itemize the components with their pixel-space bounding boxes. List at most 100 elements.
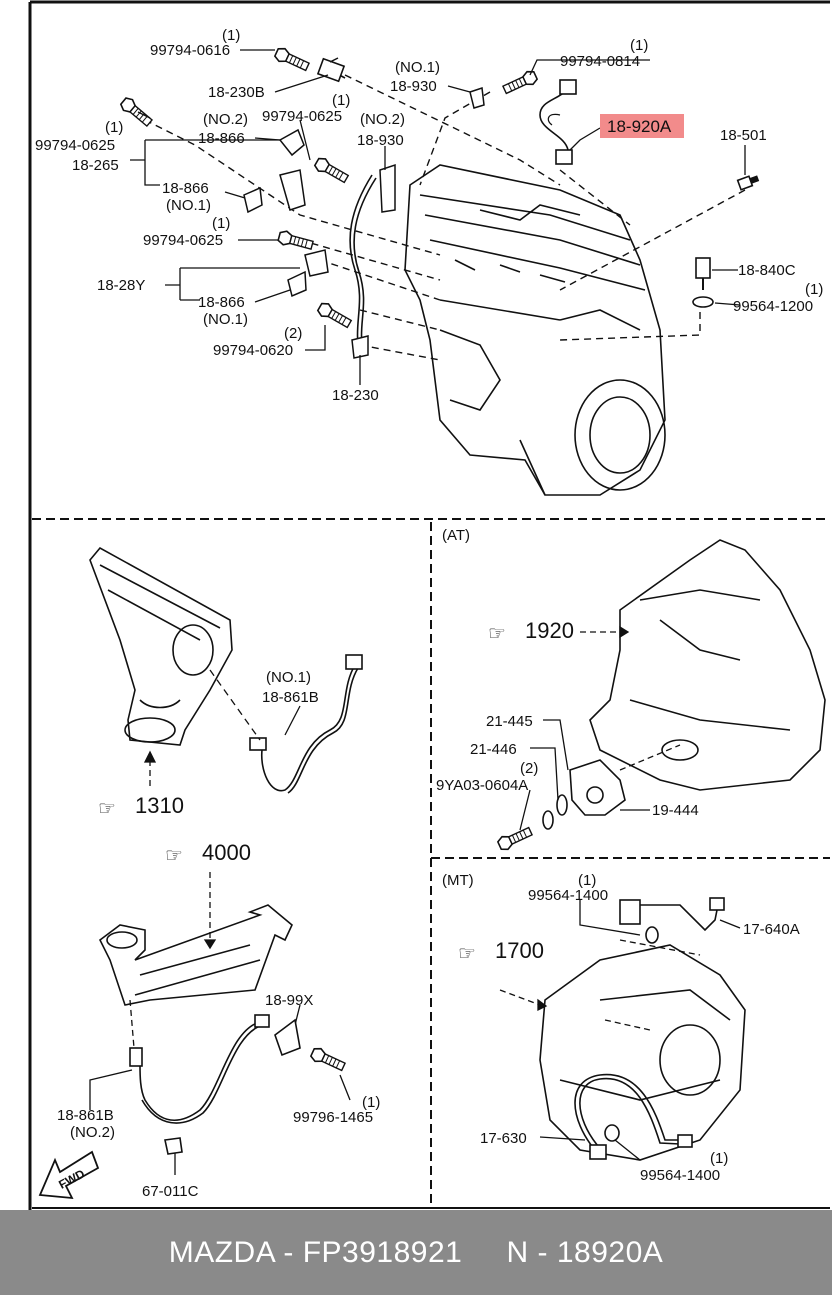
ref-1310[interactable]: ☞ 1310 xyxy=(98,793,184,820)
bolt-99794-0814 xyxy=(500,68,540,97)
exhaust-manifold-drawing xyxy=(89,546,233,746)
label-qty-a: (1) xyxy=(222,27,240,44)
tr-switch-19-444 xyxy=(569,759,626,816)
wiring-harness-top xyxy=(316,57,569,346)
leaders-mid-left xyxy=(143,669,301,790)
label-qty-f: (1) xyxy=(805,281,823,298)
hand-pointer-icon: ☞ xyxy=(165,845,183,867)
connector-18-920a-top xyxy=(559,79,577,95)
label-19-444: 19-444 xyxy=(652,802,699,819)
bolt-99794-0625-c xyxy=(276,228,315,253)
front-pipe-drawing xyxy=(98,904,293,1006)
label-no2-c: (NO.2) xyxy=(70,1124,115,1141)
leader-lines-top xyxy=(144,74,746,361)
clip-67-011c xyxy=(164,1137,183,1155)
hand-pointer-icon: ☞ xyxy=(488,623,506,645)
leaders-bottom-left xyxy=(89,872,351,1175)
label-qty-k: (1) xyxy=(710,1150,728,1167)
label-99564-1200: 99564-1200 xyxy=(733,298,813,315)
label-qty-h: (2) xyxy=(520,760,538,777)
label-99794-0814: 99794-0814 xyxy=(560,53,640,70)
label-21-445: 21-445 xyxy=(486,713,533,730)
harness-17-630 xyxy=(574,1073,693,1160)
label-qty-j: (1) xyxy=(578,872,596,889)
label-9ya03-0604a: 9YA03-0604A xyxy=(436,777,528,794)
ref-1700[interactable]: ☞ 1700 xyxy=(458,938,544,965)
hand-pointer-icon: ☞ xyxy=(98,798,116,820)
highlight-box xyxy=(600,114,684,138)
sensor-18-501 xyxy=(736,172,761,191)
label-99564-1400-b: 99564-1400 xyxy=(640,1167,720,1184)
label-99794-0625-a: 99794-0625 xyxy=(35,137,115,154)
label-99794-0616: 99794-0616 xyxy=(150,42,230,59)
fwd-arrow-icon: FWD xyxy=(38,1150,100,1200)
ref-1310-label: 1310 xyxy=(135,793,184,818)
label-18-265: 18-265 xyxy=(72,157,119,174)
label-18-861b-b: 18-861B xyxy=(57,1107,114,1124)
washer-99564-1400-a xyxy=(645,926,659,944)
sensor-17-640a xyxy=(619,897,725,932)
bolt-99794-0620 xyxy=(315,300,354,331)
label-leaders-top xyxy=(130,49,746,385)
label-qty-e: (1) xyxy=(212,215,230,232)
label-99794-0620: 99794-0620 xyxy=(213,342,293,359)
bracket-18-99x xyxy=(274,1018,301,1057)
label-18-230: 18-230 xyxy=(332,387,379,404)
ref-4000[interactable]: ☞ 4000 xyxy=(165,840,251,867)
parts-diagram: (1) 99794-0616 18-230B (NO.1) 18-930 (1)… xyxy=(28,0,830,1210)
washer-99564-1400-b xyxy=(604,1124,620,1142)
label-18-861b-a: 18-861B xyxy=(262,689,319,706)
label-18-930-b: 18-930 xyxy=(357,132,404,149)
label-qty-c: (1) xyxy=(105,119,123,136)
label-qty-g: (2) xyxy=(284,325,302,342)
label-mt-section: (MT) xyxy=(442,872,474,889)
washer-99564-1200 xyxy=(692,296,714,308)
ref-1920-label: 1920 xyxy=(525,618,574,643)
label-17-630: 17-630 xyxy=(480,1130,527,1147)
label-18-230b: 18-230B xyxy=(208,84,265,101)
label-qty-b: (1) xyxy=(630,37,648,54)
label-no2-a: (NO.2) xyxy=(203,111,248,128)
o2-sensor-18-861b-no1 xyxy=(249,654,363,794)
label-99794-0625-c: 99794-0625 xyxy=(143,232,223,249)
label-no1-b: (NO.1) xyxy=(166,197,211,214)
ref-1920[interactable]: ☞ 1920 xyxy=(488,618,574,645)
label-99564-1400-a: 99564-1400 xyxy=(528,887,608,904)
at-transmission-drawing xyxy=(589,539,826,791)
label-99794-0625-b: 99794-0625 xyxy=(262,108,342,125)
leaders-at xyxy=(519,625,681,831)
label-18-920a-highlighted: 18-920A xyxy=(607,117,672,136)
bolt-9ya03-0604a xyxy=(495,824,535,853)
label-18-930-a: 18-930 xyxy=(390,78,437,95)
part-caption-bar: MAZDA - FP3918921 N - 18920A xyxy=(0,1210,832,1295)
label-18-99x: 18-99X xyxy=(265,992,313,1009)
oxygen-sensor-18-920a xyxy=(555,149,573,165)
bolt-99794-0625-a xyxy=(118,94,155,130)
caption-spacer xyxy=(462,1236,506,1270)
bolt-99794-0616 xyxy=(272,45,312,74)
diagram-part-code: N - 18920A xyxy=(506,1235,664,1269)
o2-sensor-18-861b-no2 xyxy=(129,1014,270,1124)
washer-21-446 xyxy=(542,810,554,830)
sensor-18-840c xyxy=(695,257,711,290)
label-at-section: (AT) xyxy=(442,527,470,544)
label-18-501: 18-501 xyxy=(720,127,767,144)
label-no1-d: (NO.1) xyxy=(266,669,311,686)
brackets-top xyxy=(243,57,485,359)
hand-pointer-icon: ☞ xyxy=(458,943,476,965)
mt-transmission-drawing xyxy=(539,944,746,1161)
ref-1700-label: 1700 xyxy=(495,938,544,963)
label-no1-a: (NO.1) xyxy=(395,59,440,76)
bolt-99796-1465 xyxy=(308,1045,348,1074)
label-18-866-b: 18-866 xyxy=(162,180,209,197)
leaders-mt xyxy=(499,900,741,1161)
label-67-011c: 67-011C xyxy=(142,1183,199,1200)
label-no2-b: (NO.2) xyxy=(360,111,405,128)
washer-21-445 xyxy=(556,794,568,816)
label-no1-c: (NO.1) xyxy=(203,311,248,328)
label-18-840c: 18-840C xyxy=(738,262,796,279)
label-18-866-a: 18-866 xyxy=(198,130,245,147)
ref-4000-label: 4000 xyxy=(202,840,251,865)
label-qty-d: (1) xyxy=(332,92,350,109)
label-99796-1465: 99796-1465 xyxy=(293,1109,373,1126)
